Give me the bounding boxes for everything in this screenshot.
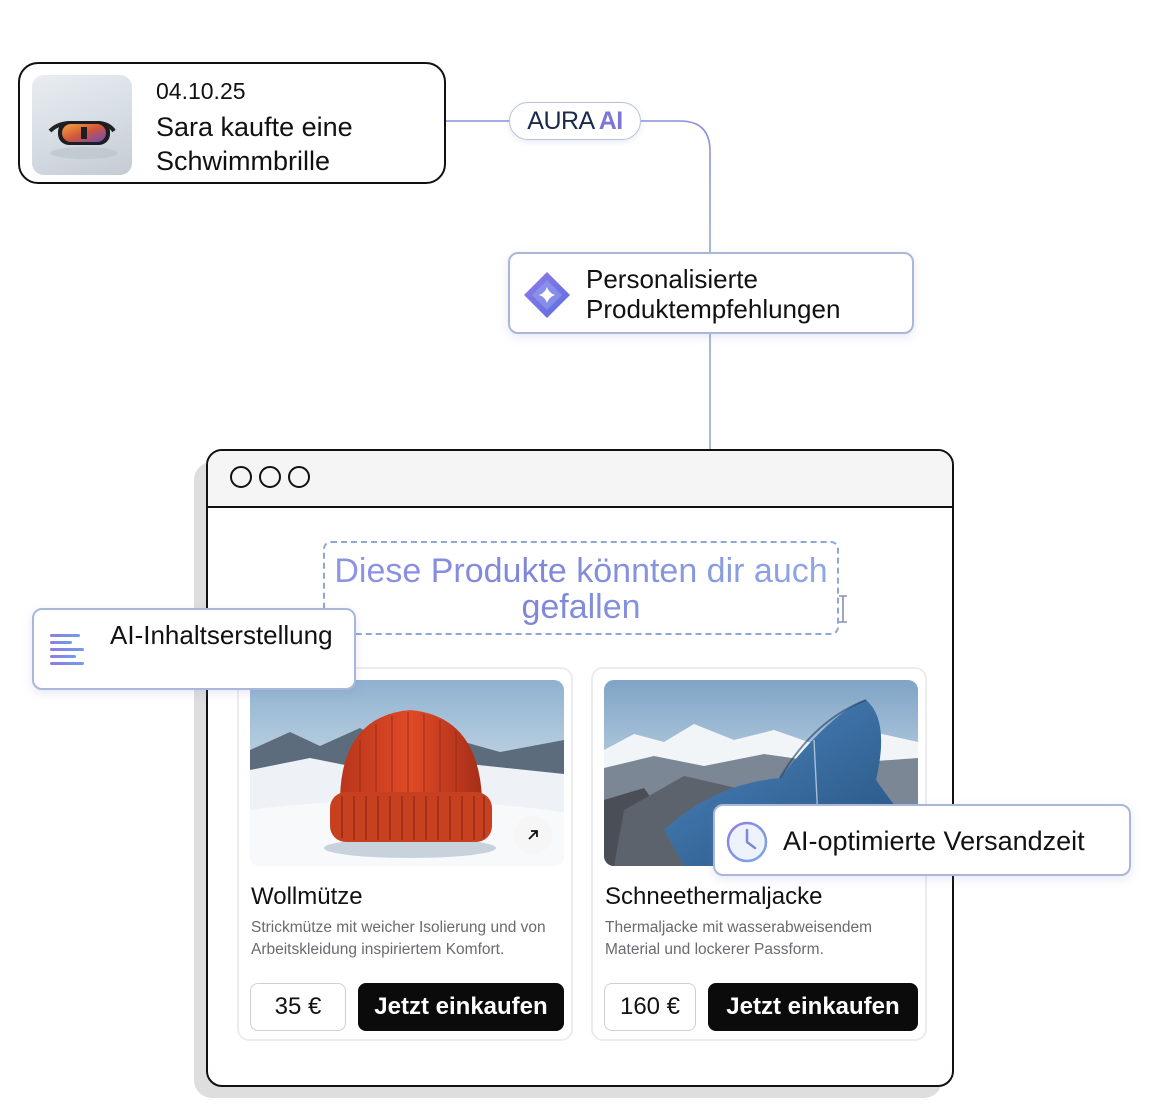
diamond-sparkle-icon	[524, 272, 570, 318]
product-name: Schneethermaljacke	[605, 883, 823, 910]
product-description: Thermaljacke mit wasserabweisendem Mater…	[605, 919, 873, 958]
browser-window: Diese Produkte könnten dir auch gefallen	[206, 449, 954, 1087]
personalized-recommendations-label: Personalisierte Produktempfehlungen	[586, 264, 841, 324]
window-dot-minimize[interactable]	[259, 466, 281, 488]
recommendations-headline: Diese Produkte könnten dir auch gefallen	[325, 553, 837, 625]
purchase-text: Sara kaufte eine Schwimmbrille	[156, 112, 353, 176]
ai-shipping-time-label: AI-optimierte Versandzeit	[783, 826, 1085, 856]
window-dot-maximize[interactable]	[288, 466, 310, 488]
beanie-image	[250, 680, 564, 866]
product-price: 35 €	[250, 983, 346, 1031]
buy-now-button[interactable]: Jetzt einkaufen	[358, 983, 564, 1031]
product-price: 160 €	[604, 983, 696, 1031]
open-product-button[interactable]	[514, 816, 552, 854]
product-card-beanie[interactable]: Wollmütze Strickmütze mit weicher Isolie…	[237, 667, 573, 1041]
aura-name: AURA	[527, 106, 595, 135]
headline-edit-box[interactable]: Diese Produkte könnten dir auch gefallen	[323, 541, 847, 635]
clock-icon	[726, 821, 768, 863]
ski-goggles-image	[32, 75, 132, 175]
text-lines-icon	[50, 634, 84, 665]
browser-title-bar	[208, 451, 952, 508]
window-dot-close[interactable]	[230, 466, 252, 488]
product-description: Strickmütze mit weicher Isolierung und v…	[251, 919, 546, 958]
aura-ai-label: AI	[598, 106, 624, 135]
ai-content-creation-box: AI-Inhaltserstellung	[32, 608, 356, 690]
purchase-date: 04.10.25	[156, 78, 246, 104]
purchase-notification-card: 04.10.25 Sara kaufte eine Schwimmbrille	[18, 62, 446, 184]
connector-aura-personal	[640, 120, 711, 252]
product-name: Wollmütze	[251, 883, 363, 910]
ai-content-creation-label: AI-Inhaltserstellung	[110, 620, 333, 650]
arrow-up-right-icon	[528, 830, 538, 840]
text-cursor-icon	[839, 595, 847, 623]
ai-shipping-time-box: AI-optimierte Versandzeit	[713, 804, 1131, 876]
aura-ai-badge: AURA AI	[509, 102, 641, 140]
personalized-recommendations-box: Personalisierte Produktempfehlungen	[508, 252, 914, 334]
buy-now-button[interactable]: Jetzt einkaufen	[708, 983, 918, 1031]
